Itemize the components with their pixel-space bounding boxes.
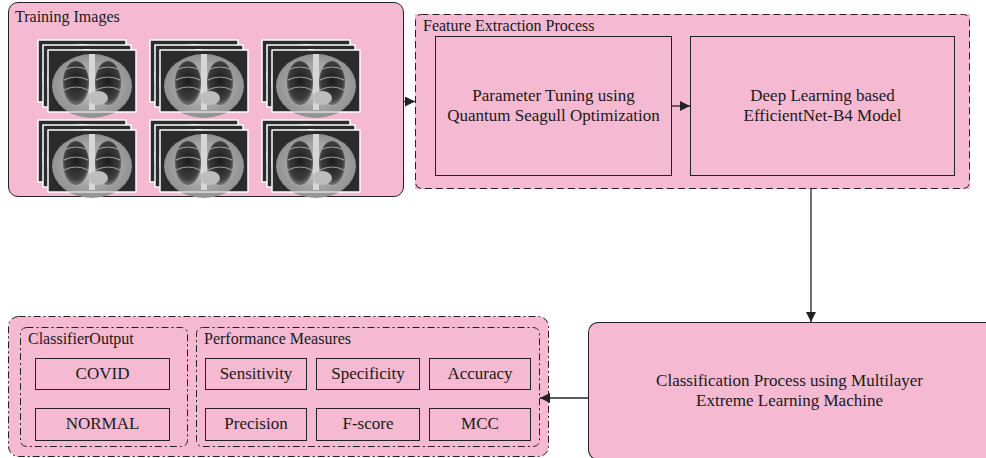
box-label: F-score bbox=[343, 414, 394, 434]
process-box: Classification Process using Multilayer … bbox=[588, 322, 986, 458]
metric-box: MCC bbox=[429, 408, 531, 441]
box-label: Classification Process using Multilayer … bbox=[640, 371, 940, 412]
output-group: ClassifierOutputCOVID NORMAL bbox=[20, 327, 188, 447]
metric-box: Sensitivity bbox=[205, 358, 307, 390]
metric-box: Specificity bbox=[316, 358, 420, 390]
arrow-connector bbox=[404, 101, 415, 102]
group-heading: ClassifierOutput bbox=[28, 329, 134, 348]
box-label: COVID bbox=[76, 364, 130, 384]
metric-box: Accuracy bbox=[429, 358, 531, 390]
box-label: Accuracy bbox=[447, 364, 512, 384]
group-outline-rect bbox=[21, 328, 188, 447]
group-panel-outline bbox=[9, 317, 549, 457]
process-box: Deep Learning based EfficientNet-B4 Mode… bbox=[690, 36, 955, 176]
group-heading: Feature Extraction Process bbox=[423, 16, 595, 35]
metrics-group: Performance MeasuresSensitivity Specifici… bbox=[196, 327, 540, 447]
group-outline-rect bbox=[197, 328, 540, 447]
box-label: Parameter Tuning using Quantum Seagull O… bbox=[446, 86, 661, 127]
metric-box: Precision bbox=[205, 408, 307, 441]
process-box: Parameter Tuning using Quantum Seagull O… bbox=[435, 36, 672, 176]
box-label: NORMAL bbox=[66, 414, 140, 434]
xray-stack bbox=[262, 120, 360, 198]
group-outline-rect bbox=[416, 15, 970, 189]
box-label: MCC bbox=[461, 414, 499, 434]
class-box: COVID bbox=[35, 358, 170, 390]
box-label: Deep Learning based EfficientNet-B4 Mode… bbox=[723, 86, 923, 127]
xray-stack bbox=[262, 40, 360, 118]
box-label: Precision bbox=[224, 414, 287, 434]
class-box: NORMAL bbox=[35, 408, 170, 441]
box-label: Specificity bbox=[331, 364, 405, 384]
metric-box: F-score bbox=[316, 408, 420, 441]
arrow-connector bbox=[672, 105, 690, 106]
arrow-connector bbox=[810, 189, 811, 322]
box-label: Sensitivity bbox=[220, 364, 293, 384]
process-group: Feature Extraction ProcessParameter Tuni… bbox=[415, 14, 970, 189]
xray-stack bbox=[38, 120, 136, 198]
group-heading: Training Images bbox=[15, 7, 120, 26]
group-heading: Performance Measures bbox=[204, 329, 351, 348]
arrow-connector bbox=[540, 397, 588, 398]
xray-stack bbox=[38, 40, 136, 118]
xray-stack bbox=[150, 120, 248, 198]
xray-stack bbox=[150, 40, 248, 118]
